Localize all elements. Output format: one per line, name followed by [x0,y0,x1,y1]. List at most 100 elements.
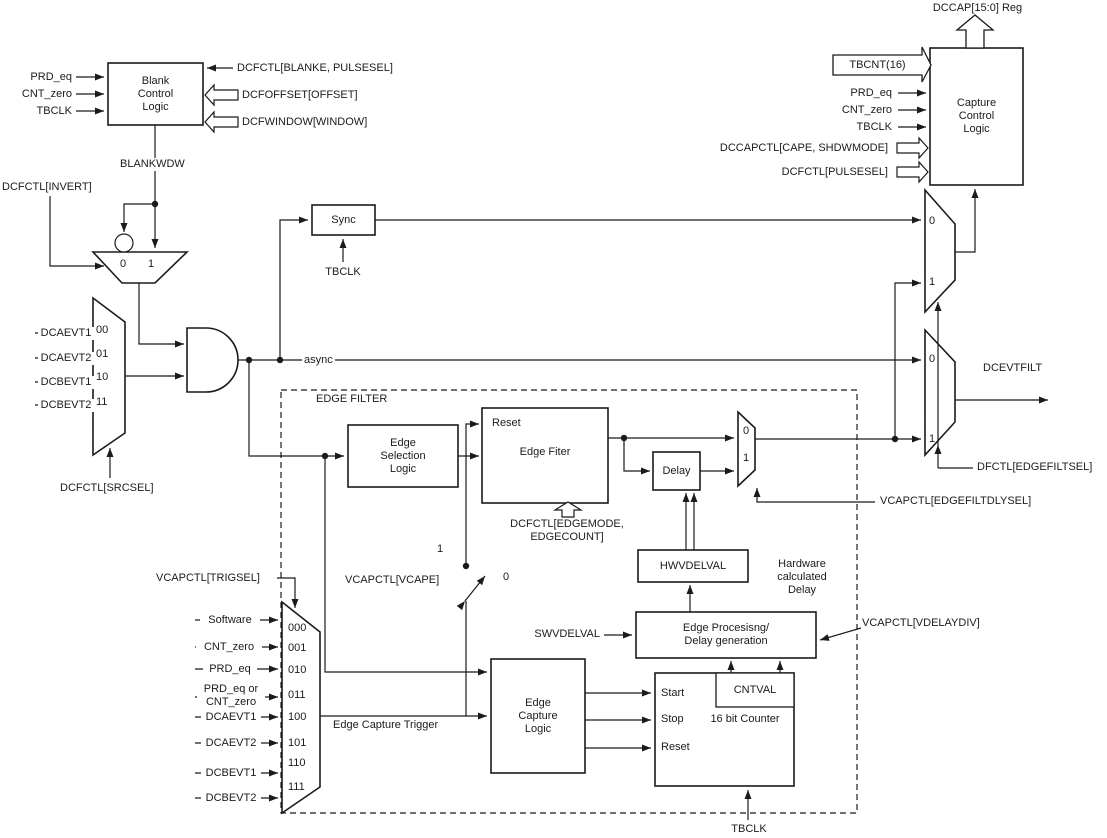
edge-fiter-block [481,407,609,504]
dcbevt1-label-trig: DCBEVT1 [201,767,261,780]
counter-title: 16 bit Counter [710,713,780,725]
hardware-calculated-delay-label: Hardware calculated Delay [777,558,827,596]
tbclk-label-blank: TBCLK [36,105,72,117]
prd-eq-label-ccl: PRD_eq [850,87,892,99]
blank-control-logic-title: Blank Control Logic [137,74,174,113]
trig-code-010: 010 [288,664,307,676]
wire-junction-dots [151,200,899,570]
capture-mux-0: 0 [929,215,936,227]
trigger-select-mux [281,600,321,815]
dcaevt2-label: DCAEVT2 [38,352,94,365]
dcaevt1-label-trig: DCAEVT1 [201,711,261,724]
dcfoffset-offset-label: DCFOFFSET[OFFSET] [242,89,358,101]
capture-input-mux [924,187,956,315]
hwvdelval-title: HWVDELVAL [659,559,727,572]
vcape-switch-0: 0 [503,571,510,583]
dcfctl-blanke-pulsesel-label: DCFCTL[BLANKE, PULSESEL] [237,62,393,74]
counter-reset-label: Reset [661,741,690,753]
dcfctl-srcsel-label: DCFCTL[SRCSEL] [60,482,154,494]
blank-control-logic-block [107,62,204,126]
trig-code-110: 110 [288,757,306,769]
trig-code-100: 100 [288,711,307,723]
dcfoffset-bus-arrow-icon [204,83,239,107]
edge-filter-title: EDGE FILTER [316,393,388,405]
trig-code-101: 101 [288,737,307,749]
delay-select-mux [737,410,756,488]
invert-mux-1: 1 [148,258,155,270]
edge-processing-block [635,611,817,659]
src-mux-code-00: 00 [96,324,109,336]
vcapctl-vcape-label: VCAPCTL[VCAPE] [345,574,440,586]
edge-fiter-reset-label: Reset [492,417,521,429]
blankwdw-label: BLANKWDW [118,158,187,171]
vcapctl-trigsel-label: VCAPCTL[TRIGSEL] [156,572,260,584]
edge-capture-logic-block [490,658,586,774]
edge-capture-trigger-label: Edge Capture Trigger [333,719,439,731]
sync-title: Sync [331,213,356,226]
cnt-zero-label-blank: CNT_zero [21,88,72,100]
delay-mux-1: 1 [743,452,750,464]
edgemode-bus-arrow-icon [552,501,584,518]
prd-eq-label-blank: PRD_eq [30,71,72,83]
dcfctl-edgemode-edgecount-label: DCFCTL[EDGEMODE, EDGECOUNT] [510,518,624,543]
invert-mux [91,251,189,284]
delay-title: Delay [662,464,691,477]
trig-code-011: 011 [288,689,306,701]
inverter-bubble-icon [114,233,134,253]
dcbevt2-label: DCBEVT2 [38,399,94,412]
edge-capture-logic-title: Edge Capture Logic [518,696,558,735]
dfctl-edgefiltsel-label: DFCTL[EDGEFILTSEL] [977,461,1093,473]
dcaevt2-label-trig: DCAEVT2 [201,737,261,750]
dcfctl-pulsesel-label: DCFCTL[PULSESEL] [781,166,888,178]
trig-code-000: 000 [288,622,307,634]
dcevtfilt-label: DCEVTFILT [983,362,1043,374]
dcbevt2-label-trig: DCBEVT2 [201,792,261,805]
trig-code-111: 111 [288,781,305,793]
dccapctl-cape-shdwmode-label: DCCAPCTL[CAPE, SHDWMODE] [719,142,888,154]
swvdelval-label: SWVDELVAL [534,628,600,640]
tbclk-label-counter: TBCLK [731,823,767,835]
capture-mux-1: 1 [929,276,936,288]
dcfwindow-window-label: DCFWINDOW[WINDOW] [242,116,368,128]
edge-fiter-title: Edge Fiter [519,446,571,458]
dccapctl-bus-arrow-icon [896,136,929,160]
diagram-wire-lines [35,64,1048,820]
dcfctl-invert-label: DCFCTL[INVERT] [2,181,92,193]
sync-block [311,204,376,236]
prd-eq-or-cnt-zero-label: PRD_eq or CNT_zero [197,683,265,709]
src-mux-code-01: 01 [96,348,109,360]
tbclk-label-ccl: TBCLK [856,121,892,133]
and-gate [186,327,239,393]
tbclk-label-sync: TBCLK [325,266,361,278]
invert-mux-0: 0 [120,258,127,270]
src-mux-code-10: 10 [96,371,109,383]
async-label: async [302,354,335,367]
dcbevt1-label: DCBEVT1 [38,376,94,389]
src-mux-code-11: 11 [96,396,108,408]
edge-processing-title: Edge Procesisng/ Delay generation [682,622,770,647]
vcape-switch-1: 1 [437,543,444,555]
dcevtfilt-mux [924,327,956,458]
trig-code-001: 001 [288,642,307,654]
cntval-box [715,672,795,708]
counter-start-label: Start [661,687,685,699]
cnt-zero-label-trig: CNT_zero [196,641,262,654]
dcfwindow-bus-arrow-icon [204,110,239,134]
counter-stop-label: Stop [661,713,684,725]
dcfctl-pulsesel-bus-arrow-icon [896,160,929,184]
vcapctl-vdelaydiv-label: VCAPCTL[VDELAYDIV] [862,617,980,629]
dcaevt1-label: DCAEVT1 [38,327,94,340]
prd-eq-label-trig: PRD_eq [203,663,257,676]
dccap-reg-arrow-icon [955,14,995,49]
software-label: Software [200,614,260,627]
delay-block [652,451,701,491]
tbcnt-bus-arrow-icon [832,46,932,83]
cntval-title: CNTVAL [733,683,777,696]
cnt-zero-label-ccl: CNT_zero [841,104,892,116]
dcevtfilt-mux-1: 1 [929,433,936,445]
vcapctl-edgefiltdlysel-label: VCAPCTL[EDGEFILTDLYSEL] [880,495,1032,507]
dcevtfilt-mux-0: 0 [929,353,936,365]
tbcnt-label: TBCNT(16) [849,58,906,71]
